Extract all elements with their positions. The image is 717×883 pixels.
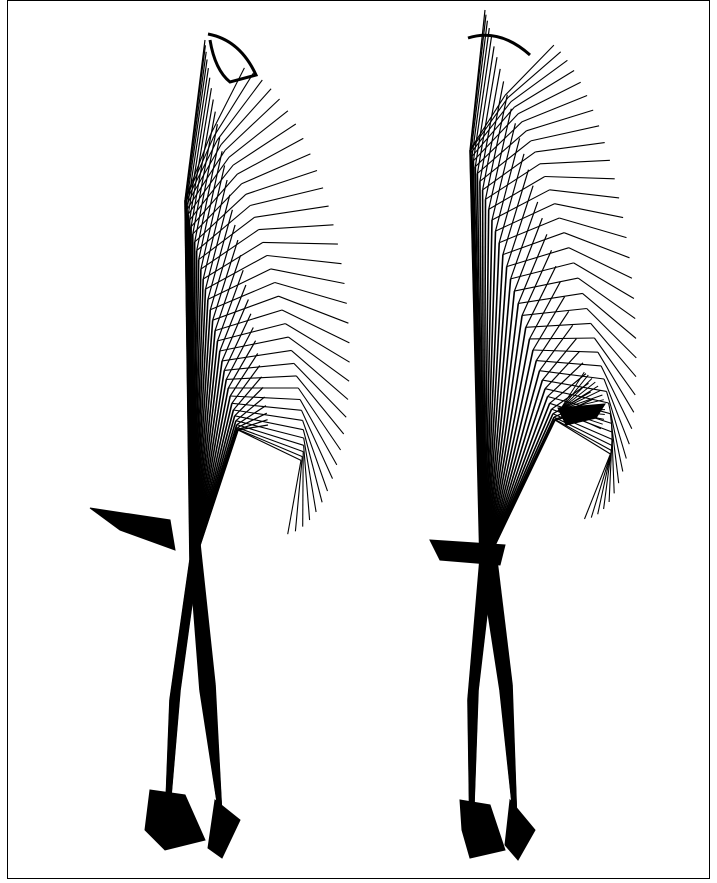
forearm-stroke: [300, 400, 337, 465]
forearm-stroke: [303, 452, 304, 527]
head-trajectory: [468, 35, 530, 55]
support-arm-stroke: [222, 300, 248, 361]
right-foot: [208, 800, 240, 858]
forearm-stroke: [214, 73, 254, 137]
forearm-stroke: [526, 110, 593, 131]
forearm-stroke: [259, 225, 334, 230]
support-arm-stroke: [224, 314, 251, 371]
panel-right-motion-sequence: [430, 10, 636, 860]
support-arm-stroke: [215, 255, 241, 330]
forearm-stroke: [302, 410, 333, 478]
forearm-stroke: [217, 80, 262, 140]
upper-arm-stroke: [238, 429, 302, 456]
forearm-stroke: [263, 242, 338, 244]
forearm-stroke: [294, 363, 346, 417]
forearm-stroke: [591, 451, 611, 518]
forearm-stroke: [540, 160, 610, 164]
upper-arm-stroke: [230, 396, 300, 400]
support-arm-stroke: [220, 285, 246, 351]
support-arm-stroke: [471, 21, 488, 153]
forearm-stroke: [295, 457, 302, 532]
forearm-stroke: [518, 82, 581, 114]
forearm-stroke: [587, 309, 637, 358]
panel-left-motion-sequence: [90, 34, 350, 858]
forearm-stroke: [604, 379, 629, 444]
forearm-stroke: [291, 350, 348, 399]
forearm-stroke: [555, 204, 624, 218]
forearm-stroke: [229, 111, 288, 158]
support-arm-stroke: [480, 69, 500, 181]
forearm-stroke: [255, 206, 329, 217]
upper-arm-stroke: [555, 420, 610, 454]
forearm-stroke: [591, 323, 636, 376]
upper-arm-stroke: [233, 410, 302, 420]
forearm-stroke: [221, 89, 271, 145]
support-arm-stroke: [210, 225, 235, 310]
upper-arm-stroke: [232, 403, 302, 410]
forearm-stroke: [535, 143, 604, 152]
forearm-stroke: [550, 190, 620, 198]
forearm-stroke: [594, 338, 635, 395]
support-wedge: [430, 540, 505, 565]
forearm-stroke: [285, 324, 349, 363]
forearm-stroke: [531, 126, 599, 141]
forearm-stroke: [246, 171, 317, 195]
right-foot: [505, 800, 535, 860]
forearm-stroke: [242, 154, 311, 184]
left-foot: [460, 800, 505, 858]
forearm-stroke: [545, 177, 615, 179]
forearm-stroke: [282, 310, 349, 343]
forearm-stroke: [607, 391, 627, 458]
support-arm-stroke: [486, 95, 508, 200]
forearm-stroke: [569, 248, 632, 279]
head-trajectory: [208, 34, 256, 82]
forearm-stroke: [267, 256, 342, 264]
forearm-stroke: [601, 366, 632, 429]
forearm-stroke: [508, 52, 561, 98]
forearm-stroke: [275, 283, 347, 304]
support-arm-stroke: [228, 341, 255, 388]
forearm-stroke: [225, 99, 280, 150]
forearm-stroke: [578, 278, 635, 319]
upper-arm-stroke: [496, 204, 555, 231]
forearm-stroke: [250, 188, 323, 206]
trunk-stroke: [483, 190, 484, 557]
forearm-stroke: [522, 96, 587, 122]
hand-block: [558, 404, 605, 425]
left-foot: [145, 790, 205, 850]
upper-arm-stroke: [237, 428, 303, 452]
forearm-stroke: [564, 233, 629, 258]
forearm-stroke: [598, 352, 634, 412]
support-wedge: [90, 508, 175, 550]
forearm-stroke: [271, 269, 345, 284]
